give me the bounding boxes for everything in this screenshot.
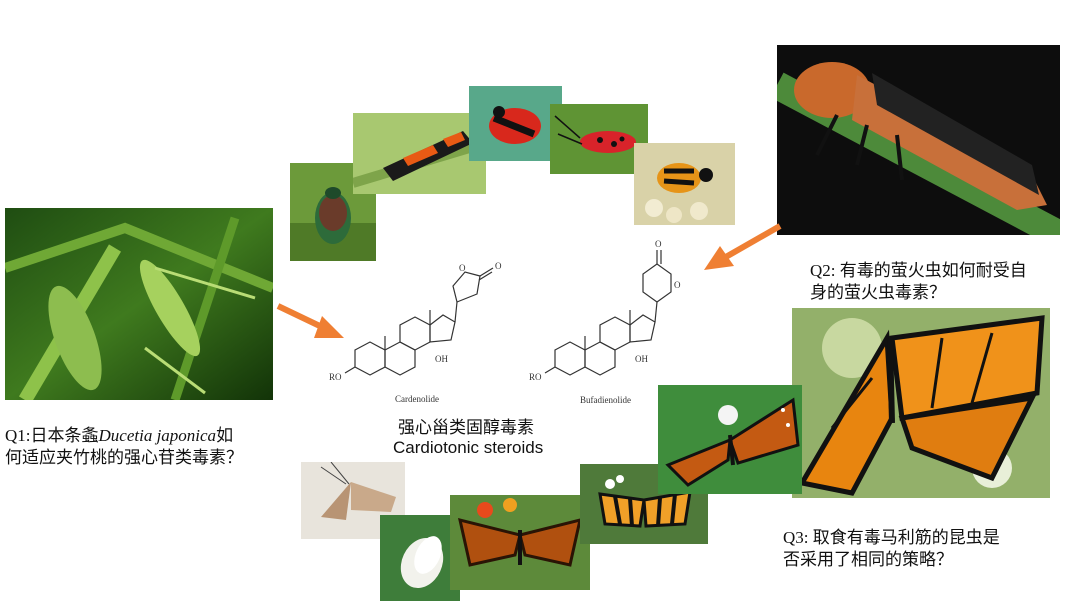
bufadienolide-name-label: Bufadienolide — [580, 395, 631, 405]
q3-line2: 否采用了相同的策略？ — [783, 550, 953, 569]
q1-line2: 何适应夹竹桃的强心苷类毒素？ — [5, 448, 243, 467]
bufadienolide-o2-label: O — [674, 280, 681, 290]
cardenolide-name-label: Cardenolide — [395, 394, 439, 404]
blister-beetle-photo — [634, 143, 735, 225]
cardenolide-o2-label: O — [495, 261, 502, 271]
cardenolide-ro-label: RO — [329, 372, 342, 382]
center-title-en: Cardiotonic steroids — [393, 438, 544, 457]
queen-butterfly-photo — [450, 495, 590, 590]
question-2: Q2: 有毒的萤火虫如何耐受自 身的萤火虫毒素？ — [810, 260, 1070, 304]
bufadienolide-structure: O O OH RO Bufadienolide — [529, 239, 681, 405]
q2-line2: 身的萤火虫毒素？ — [810, 283, 946, 302]
soldier-butterfly-photo — [658, 385, 802, 494]
bufadienolide-ro-label: RO — [529, 372, 542, 382]
leaf-beetle-photo — [290, 163, 376, 261]
question-1: Q1:日本条螽Ducetia japonica如 何适应夹竹桃的强心苷类毒素？ — [5, 425, 295, 469]
q2-line1: Q2: 有毒的萤火虫如何耐受自 — [810, 261, 1027, 280]
q3-line1: Q3: 取食有毒马利筋的昆虫是 — [783, 528, 1000, 547]
cardenolide-structure: O O OH RO Cardenolide — [329, 261, 502, 404]
firefly-photo — [777, 45, 1060, 235]
cardenolide-oh-label: OH — [435, 354, 448, 364]
arrow-left — [276, 303, 344, 338]
bufadienolide-oh-label: OH — [635, 354, 648, 364]
katydid-photo — [5, 208, 273, 400]
longhorn-beetle-photo — [550, 104, 648, 174]
arrow-right — [704, 223, 782, 270]
cardenolide-o-label: O — [459, 263, 466, 273]
question-3: Q3: 取食有毒马利筋的昆虫是 否采用了相同的策略？ — [783, 527, 1073, 571]
milkweed-bug-photo-1 — [353, 113, 486, 194]
center-title-cn: 强心甾类固醇毒素 — [398, 418, 534, 438]
q1-prefix: Q1:日本条螽 — [5, 426, 99, 445]
milkweed-bug-photo-2 — [469, 86, 562, 161]
white-moth-photo — [380, 515, 460, 601]
monarch-butterfly-photo — [792, 308, 1050, 498]
q1-species: Ducetia japonica — [98, 426, 217, 445]
q1-suffix: 如 — [216, 426, 234, 445]
bufadienolide-o-label: O — [655, 239, 662, 249]
